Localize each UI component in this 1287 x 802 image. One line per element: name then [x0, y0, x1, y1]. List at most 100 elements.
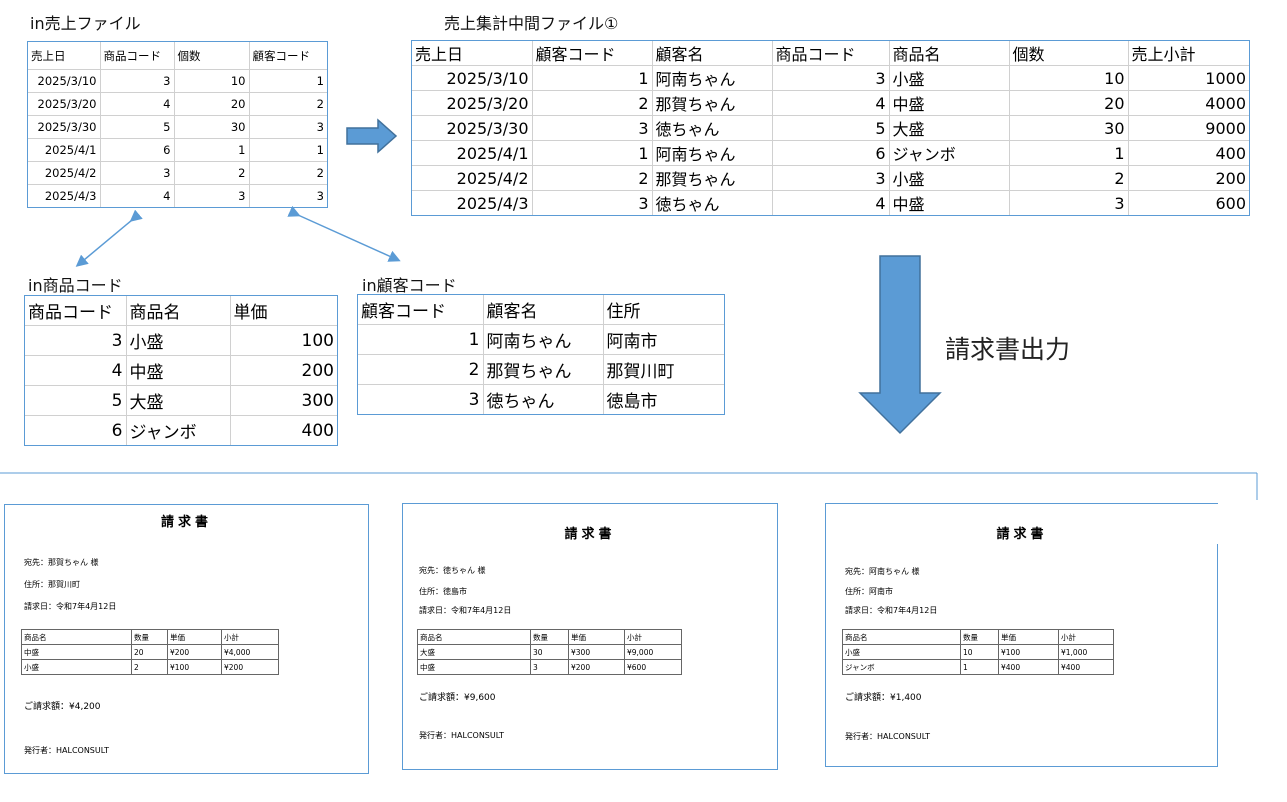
- header-cell: 商品名: [126, 296, 231, 326]
- table-cell: 1: [249, 69, 327, 93]
- table-cell: 1: [960, 659, 999, 675]
- table-cell: 1: [249, 138, 327, 162]
- table-cell: 中盛: [889, 190, 1010, 215]
- table-cell: 阿南ちゃん: [652, 140, 773, 166]
- table-cell: 中盛: [126, 355, 231, 386]
- intermediate-caption: 売上集計中間ファイル①: [444, 14, 619, 33]
- table-cell: ¥100: [167, 659, 222, 675]
- header-cell: 小計: [624, 629, 682, 645]
- table-cell: 20: [174, 92, 250, 116]
- invoice-issuer: 発行者：HALCONSULT: [419, 731, 504, 740]
- table-cell: 10: [174, 69, 250, 93]
- header-cell: 数量: [131, 629, 168, 645]
- header-cell: 商品名: [842, 629, 961, 645]
- table-cell: 3: [1009, 190, 1129, 215]
- table-cell: 1: [174, 138, 250, 162]
- products-caption: in商品コード: [28, 276, 123, 295]
- header-cell: 商品コード: [772, 41, 890, 66]
- table-cell: 1: [358, 324, 484, 355]
- table-cell: 2: [249, 92, 327, 116]
- table-cell: ¥200: [221, 659, 279, 675]
- table-cell: 小盛: [21, 659, 132, 675]
- table-cell: 3: [100, 69, 175, 93]
- invoice-total: ご請求額：¥4,200: [24, 702, 101, 712]
- table-cell: 2025/3/30: [412, 115, 533, 141]
- invoice-address: 住所：阿南市: [845, 587, 893, 596]
- sales-caption: in売上ファイル: [30, 14, 141, 33]
- header-cell: 小計: [1058, 629, 1114, 645]
- table-cell: 徳ちゃん: [483, 384, 604, 414]
- invoice-date: 請求日：令和7年4月12日: [24, 602, 117, 611]
- table-cell: 3: [532, 115, 653, 141]
- table-cell: 400: [1128, 140, 1249, 166]
- table-cell: 3: [249, 115, 327, 139]
- header-cell: 顧客名: [652, 41, 773, 66]
- table-header-row: 売上日 顧客コード 顧客名 商品コード 商品名 個数 売上小計: [412, 41, 1249, 66]
- table-cell: 2025/4/2: [412, 165, 533, 191]
- header-cell: 小計: [221, 629, 279, 645]
- header-cell: 数量: [530, 629, 569, 645]
- table-cell: 小盛: [842, 644, 961, 660]
- table-cell: 400: [301, 420, 334, 441]
- invoice-edge: [1217, 544, 1218, 766]
- invoice-issuer: 発行者：HALCONSULT: [24, 746, 109, 755]
- invoice-title: 請求書: [160, 515, 212, 530]
- invoice-recipient: 宛先：徳ちゃん 様: [419, 566, 486, 575]
- table-cell: 3: [772, 65, 890, 91]
- table-cell: 2025/4/3: [28, 184, 101, 207]
- table-cell: 大盛: [889, 115, 1010, 141]
- down-arrow-icon: [858, 255, 942, 435]
- table-cell: 300: [230, 385, 337, 416]
- invoice-output-label: 請求書出力: [945, 335, 1071, 364]
- table-cell: 2025/4/3: [412, 190, 533, 215]
- table-cell: 3: [532, 190, 653, 215]
- table-cell: 9000: [1128, 115, 1249, 141]
- invoice-total: ご請求額：¥9,600: [419, 693, 496, 703]
- invoice-total: ご請求額：¥1,400: [845, 693, 922, 703]
- header-cell: 商品名: [417, 629, 531, 645]
- invoice-card: 請求書 宛先：徳ちゃん 様 住所：徳島市 請求日：令和7年4月12日 商品名数量…: [402, 503, 778, 770]
- table-cell: 2: [532, 90, 653, 116]
- table-cell: 1: [1009, 140, 1129, 166]
- header-cell: 顧客コード: [249, 42, 327, 70]
- table-cell: ¥4,000: [221, 644, 279, 660]
- header-cell: 個数: [1009, 41, 1129, 66]
- table-cell: 阿南ちゃん: [483, 324, 604, 355]
- table-cell: 3: [358, 384, 484, 414]
- table-cell: ¥600: [624, 659, 682, 675]
- table-cell: 中盛: [889, 90, 1010, 116]
- table-cell: 中盛: [21, 644, 132, 660]
- table-cell: 5: [772, 115, 890, 141]
- table-header-row: 商品名数量単価小計: [21, 629, 279, 645]
- table-cell: 阿南市: [603, 324, 724, 355]
- table-cell: 3: [772, 165, 890, 191]
- table-cell: ジャンボ: [842, 659, 961, 675]
- table-cell: 6: [100, 138, 175, 162]
- header-cell: 単価: [230, 296, 337, 326]
- table-cell: 2025/3/20: [28, 92, 101, 116]
- table-cell: 徳島市: [606, 392, 658, 412]
- table-cell: 2: [358, 354, 484, 385]
- table-cell: ¥300: [568, 644, 625, 660]
- table-cell: 10: [1009, 65, 1129, 91]
- right-arrow-icon: [346, 118, 398, 154]
- table-cell: ¥400: [1058, 659, 1114, 675]
- header-cell: 数量: [960, 629, 999, 645]
- table-cell: 大盛: [417, 644, 531, 660]
- table-cell: 5: [100, 115, 175, 139]
- invoice-card: 請求書 宛先：阿南ちゃん 様 住所：阿南市 請求日：令和7年4月12日 商品名数…: [825, 503, 1218, 767]
- header-cell: 商品名: [21, 629, 132, 645]
